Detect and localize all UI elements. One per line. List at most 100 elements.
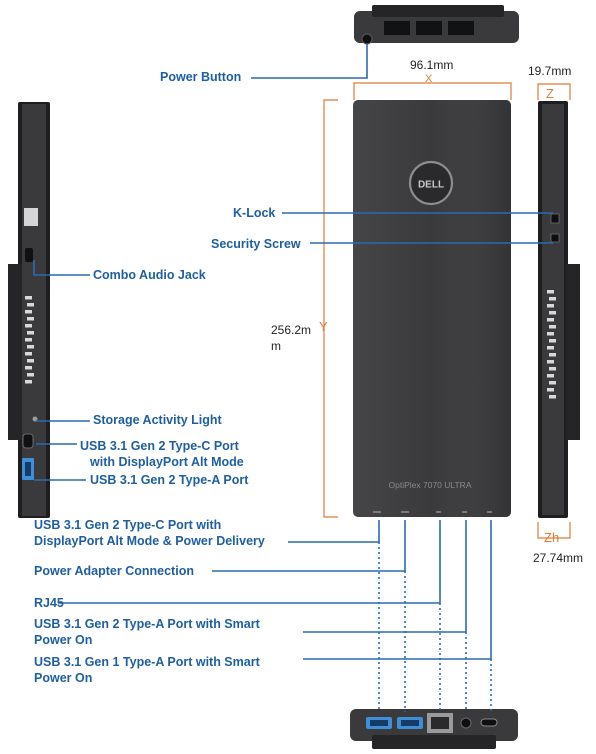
depth-axis: Z — [546, 86, 554, 101]
height-dimension-line — [323, 99, 338, 518]
right-vent-slot — [549, 395, 556, 399]
right-side-view — [538, 101, 580, 518]
left-vent-slot — [25, 296, 32, 300]
width-axis: X — [425, 73, 433, 85]
bottom-port-mark-5 — [487, 511, 492, 513]
dotted-guides — [378, 542, 492, 712]
right-vent — [547, 290, 556, 399]
bottom-port-mark-2 — [401, 511, 409, 513]
label-usb-c-dp-pd-line2: DisplayPort Alt Mode & Power Delivery — [34, 534, 265, 548]
left-vent-slot — [25, 380, 32, 384]
right-vent-slot — [547, 360, 554, 364]
label-security-screw: Security Screw — [211, 237, 301, 251]
dell-logo-icon — [408, 160, 454, 206]
bottom-view — [350, 709, 518, 749]
usb-a-smart-port-icon — [460, 717, 472, 729]
label-usb-c-dp-line1: USB 3.1 Gen 2 Type-C Port — [80, 439, 239, 453]
side-usb-c-port-icon — [22, 433, 34, 449]
stand-depth-dimension-line — [537, 522, 571, 539]
usb-c-port-inner — [370, 720, 388, 726]
left-vent-slot — [25, 324, 32, 328]
height-value-line2: m — [271, 339, 281, 353]
height-axis: Y — [319, 319, 328, 334]
left-side-sticker — [24, 208, 38, 226]
power-connector-inner — [401, 720, 419, 726]
rj45-port-inner — [431, 717, 449, 729]
right-vent-slot — [547, 388, 554, 392]
width-dimension-line — [353, 82, 512, 100]
model-label: OptiPlex 7070 ULTRA — [389, 480, 472, 490]
left-vent-slot — [25, 338, 32, 342]
right-vent-slot — [549, 367, 556, 371]
leader-usb-a-smart-gen1 — [303, 520, 492, 660]
stand-depth-axis: Zh — [544, 530, 560, 545]
right-vent-slot — [549, 297, 556, 301]
bottom-view-cap — [372, 735, 496, 749]
label-usb-c-dp-line2: with DisplayPort Alt Mode — [90, 455, 244, 469]
left-vent-slot — [27, 317, 34, 321]
label-rj45: RJ45 — [34, 596, 64, 610]
power-button-icon — [361, 33, 373, 45]
right-vent-slot — [549, 325, 556, 329]
left-vent — [25, 296, 34, 384]
left-vent-slot — [27, 331, 34, 335]
stand-depth-value: 27.74mm — [533, 551, 584, 565]
right-vent-slot — [549, 339, 556, 343]
top-view — [354, 5, 519, 45]
k-lock-icon — [550, 213, 560, 224]
label-k-lock: K-Lock — [233, 206, 276, 220]
front-panel-sheen — [353, 100, 511, 517]
label-storage-activity-light: Storage Activity Light — [93, 413, 222, 427]
bottom-port-mark-3 — [436, 511, 441, 513]
depth-value: 19.7mm — [528, 64, 572, 78]
label-usb-a-smart-gen1-line2: Power On — [34, 671, 93, 685]
left-vent-slot — [25, 310, 32, 314]
right-vent-slot — [547, 332, 554, 336]
depth-dimension-line — [537, 83, 571, 100]
right-vent-slot — [547, 290, 554, 294]
label-usb-c-dp-pd-line1: USB 3.1 Gen 2 Type-C Port with — [34, 518, 222, 532]
left-vent-slot — [27, 303, 34, 307]
bottom-port-mark-4 — [462, 511, 467, 513]
label-power-adapter: Power Adapter Connection — [34, 564, 194, 578]
height-value-line1: 256.2m — [271, 323, 312, 337]
right-vent-slot — [547, 346, 554, 350]
right-side-face — [542, 104, 564, 515]
bottom-port-mark-1 — [373, 511, 381, 513]
label-usb-a-smart-gen2-line2: Power On — [34, 633, 93, 647]
security-screw-icon — [550, 233, 560, 243]
side-usb-a-port-inner — [25, 462, 31, 476]
label-power-button: Power Button — [160, 70, 242, 84]
dimension-lines — [323, 82, 571, 539]
leader-power-button — [251, 44, 368, 79]
left-vent-slot — [25, 352, 32, 356]
left-stand — [8, 264, 22, 440]
top-view-vent-3 — [448, 21, 474, 35]
label-usb-a-smart-gen1-line1: USB 3.1 Gen 1 Type-A Port with Smart — [34, 655, 260, 669]
audio-jack-icon — [25, 248, 33, 262]
left-vent-slot — [25, 366, 32, 370]
top-view-vent-1 — [384, 21, 410, 35]
leader-usb-c-dp-pd — [288, 520, 380, 543]
right-vent-slot — [547, 374, 554, 378]
top-view-vent-2 — [416, 21, 442, 35]
left-vent-slot — [27, 345, 34, 349]
front-view: DELL OptiPlex 7070 ULTRA — [353, 100, 511, 517]
right-vent-slot — [547, 318, 554, 322]
right-vent-slot — [549, 311, 556, 315]
label-usb-a-side: USB 3.1 Gen 2 Type-A Port — [90, 473, 249, 487]
usb-a-gen1-port-icon — [480, 718, 498, 727]
leader-combo-audio — [33, 260, 90, 276]
left-vent-slot — [27, 373, 34, 377]
label-usb-a-smart-gen2-line1: USB 3.1 Gen 2 Type-A Port with Smart — [34, 617, 260, 631]
right-vent-slot — [547, 304, 554, 308]
right-vent-slot — [549, 381, 556, 385]
leader-usb-a-smart-gen2 — [303, 520, 467, 633]
label-combo-audio-jack: Combo Audio Jack — [93, 268, 206, 282]
top-view-cap — [372, 5, 504, 17]
left-vent-slot — [27, 359, 34, 363]
width-value: 96.1mm — [410, 58, 454, 72]
right-vent-slot — [549, 353, 556, 357]
